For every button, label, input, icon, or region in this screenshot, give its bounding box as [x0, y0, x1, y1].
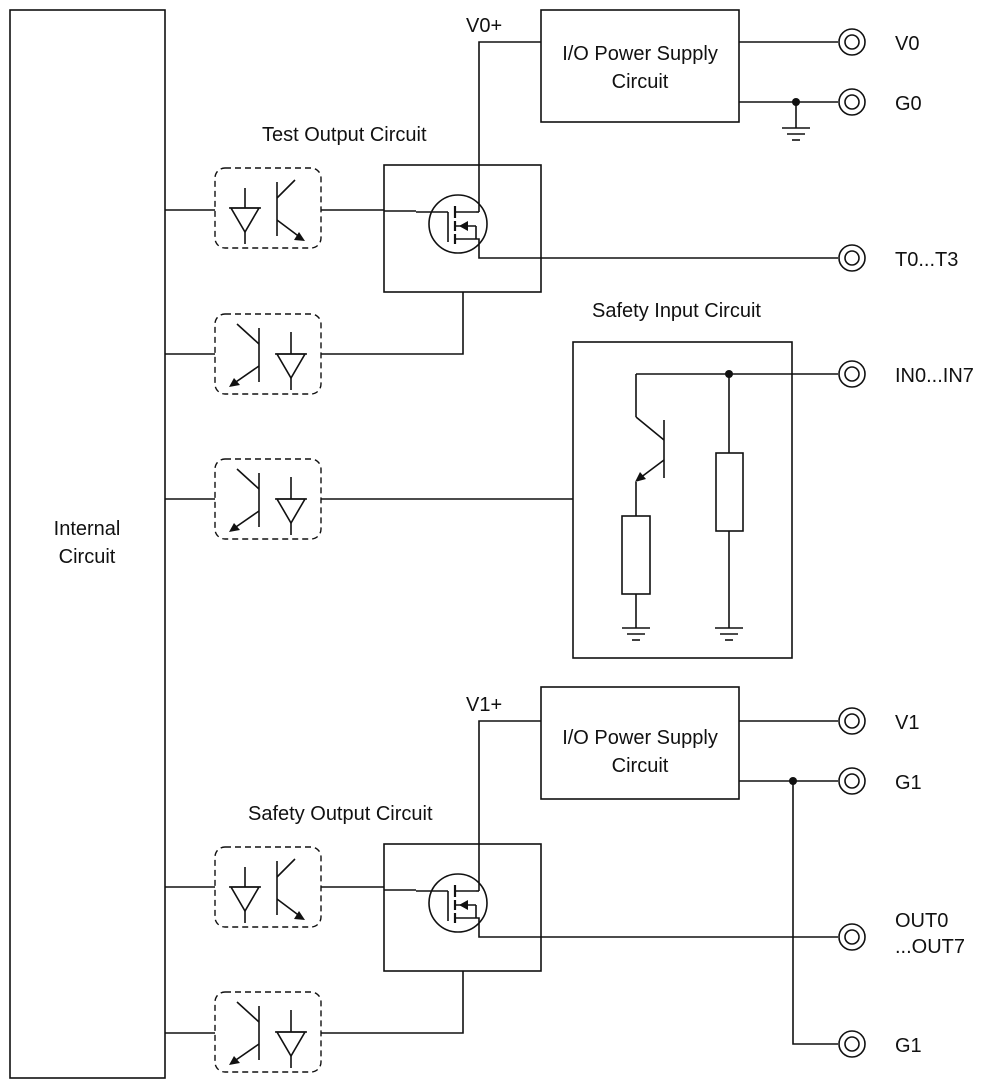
terminal-out-label-1: OUT0: [895, 910, 948, 932]
io-power-supply-bottom-label-1: I/O Power Supply: [562, 727, 718, 749]
v1-plus-label: V1+: [466, 694, 502, 716]
v0-plus-label: V0+: [466, 15, 502, 37]
optocoupler-icon: [214, 313, 322, 395]
terminal-in0-in7-icon[interactable]: [838, 360, 866, 388]
io-power-supply-top-label-1: I/O Power Supply: [562, 43, 718, 65]
optocoupler-icon: [214, 167, 322, 249]
test-output-section: I/O Power Supply Circuit V0+ V0 G0 Test …: [165, 9, 958, 395]
resistor-icon: [621, 515, 651, 595]
optocoupler-icon: [214, 991, 322, 1073]
internal-circuit-label-2: Circuit: [59, 546, 116, 568]
terminal-g1-top-icon[interactable]: [838, 767, 866, 795]
terminal-g1-top-label: G1: [895, 772, 922, 794]
io-power-supply-top-label-2: Circuit: [612, 71, 669, 93]
terminal-t0-t3-icon[interactable]: [838, 244, 866, 272]
optocoupler-icon: [214, 458, 322, 540]
safety-input-circuit-box: [572, 341, 793, 659]
terminal-v0-label: V0: [895, 33, 919, 55]
terminal-in0-in7-label: IN0...IN7: [895, 365, 974, 387]
io-power-supply-bottom-label-2: Circuit: [612, 755, 669, 777]
ground-icon: [781, 127, 811, 141]
terminal-v1-icon[interactable]: [838, 707, 866, 735]
terminal-out-icon[interactable]: [838, 923, 866, 951]
terminal-g1-bottom-label: G1: [895, 1035, 922, 1057]
terminal-g0-label: G0: [895, 93, 922, 115]
safety-output-section: I/O Power Supply Circuit V1+ V1 G1 Safet…: [165, 686, 965, 1073]
safety-output-circuit-label: Safety Output Circuit: [248, 803, 433, 825]
optocoupler-icon: [214, 846, 322, 928]
io-power-supply-top: [540, 9, 740, 123]
terminal-g0-icon[interactable]: [838, 88, 866, 116]
resistor-icon: [715, 452, 744, 532]
terminal-v1-label: V1: [895, 712, 919, 734]
test-output-circuit-label: Test Output Circuit: [262, 124, 427, 146]
internal-circuit-label-1: Internal: [54, 518, 121, 540]
io-power-supply-bottom: [540, 686, 740, 800]
safety-input-section: Safety Input Circuit IN0...IN7: [165, 300, 974, 659]
terminal-out-label-2: ...OUT7: [895, 936, 965, 958]
terminal-v0-icon[interactable]: [838, 28, 866, 56]
terminal-g1-bottom-icon[interactable]: [838, 1030, 866, 1058]
internal-circuit-block: Internal Circuit: [9, 9, 166, 1079]
safety-input-circuit-label: Safety Input Circuit: [592, 300, 761, 322]
terminal-t0-t3-label: T0...T3: [895, 249, 958, 271]
